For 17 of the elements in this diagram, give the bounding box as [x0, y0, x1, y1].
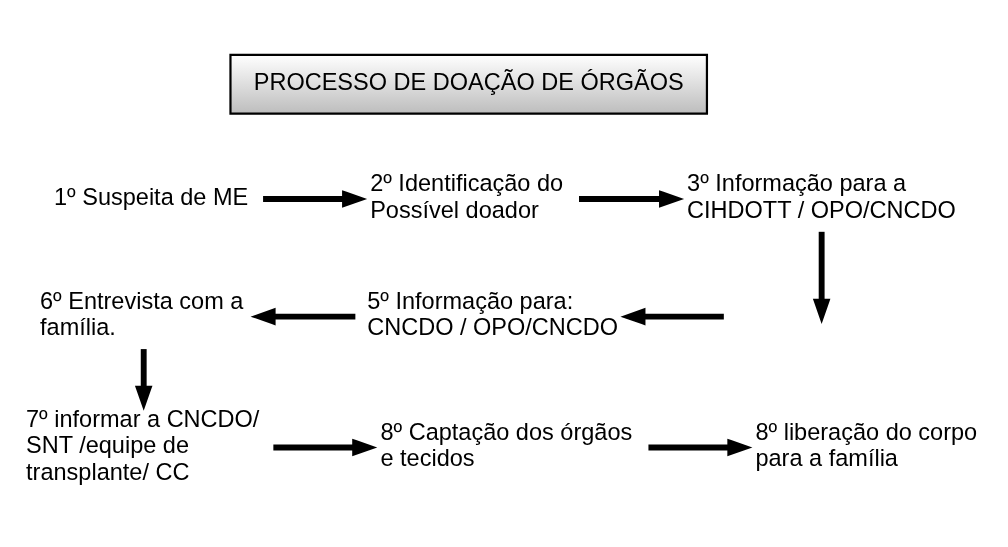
arrow	[263, 189, 368, 208]
node-text: 3º Informação para a CIHDOTT / OPO/CNCDO	[687, 169, 956, 223]
node-box: PROCESSO DE DOAÇÃO DE ÓRGÃOS	[229, 53, 709, 115]
node-text: 5º Informação para: CNCDO / OPO/CNCDO	[367, 287, 619, 340]
arrow	[648, 438, 753, 456]
node-text: 1º Suspeita de ME	[54, 183, 249, 210]
arrow	[620, 307, 724, 325]
arrow	[273, 438, 378, 456]
node-text: 6º Entrevista com a família.	[40, 287, 244, 340]
arrow	[134, 348, 153, 411]
arrow	[812, 231, 831, 324]
node-text: 7º informar a CNCDO/ SNT /equipe de transplante/ CC	[26, 405, 260, 485]
arrow	[579, 189, 685, 208]
arrow	[250, 307, 356, 325]
node-text: 8º Captação dos órgãos e tecidos	[380, 418, 633, 471]
node-text: 2º Identificação do Possível doador	[370, 169, 564, 223]
node-text: 8º liberação do corpo para a família	[755, 418, 978, 471]
